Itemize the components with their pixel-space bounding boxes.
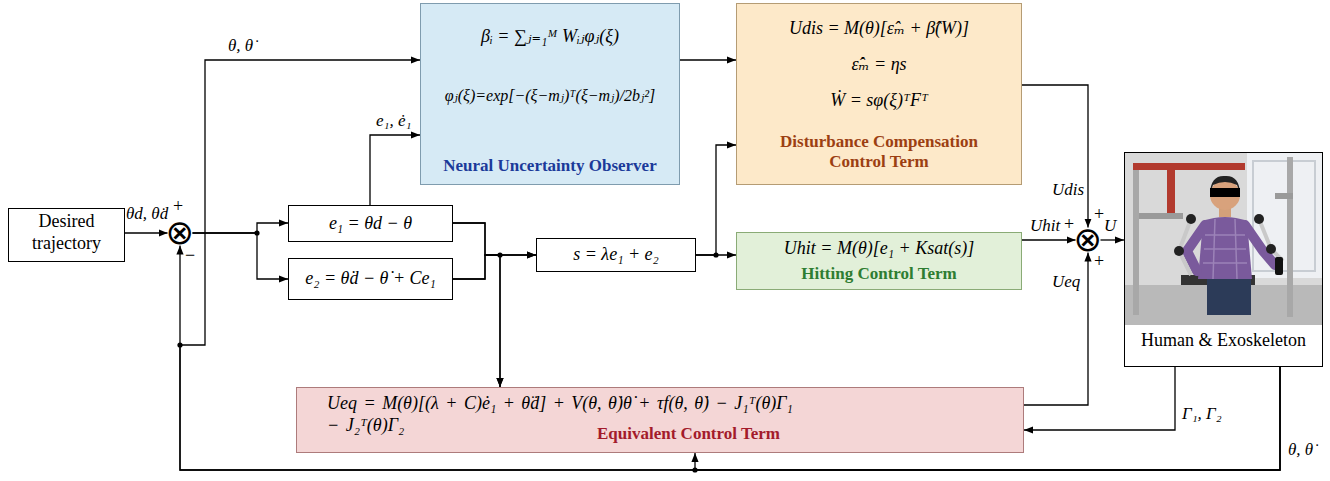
frame-beam [1139, 213, 1183, 219]
exoskeleton-handle [1275, 257, 1283, 275]
formula-text: Uhit = M(θ)[e₁ + Ksat(s)] [784, 238, 974, 260]
person-arm [1187, 225, 1205, 271]
photo-window [1247, 153, 1322, 278]
input-box: Desired trajectory [8, 208, 125, 262]
exoskeleton-joint [1174, 246, 1184, 256]
formula-text: s = λe₁ + e₂ [573, 244, 659, 266]
sign-label: + [1094, 204, 1104, 226]
photo-wall [1125, 153, 1322, 325]
signal-label: θd, θ̇d [126, 204, 168, 224]
block-title: Hitting Control Term [801, 264, 957, 284]
signal-label: Uhit [1030, 216, 1060, 236]
signal-arrow [180, 246, 1280, 471]
signal-arrow [453, 255, 536, 279]
formula-text: βᵢ = ∑ⱼ₌₁ᴹ Wᵢⱼφⱼ(ξ) [481, 26, 619, 48]
formula-text: ε̂̇ₘ = ηs [851, 54, 906, 76]
shirt-pattern [1203, 219, 1247, 279]
exoskeleton-photo [1125, 153, 1322, 325]
person-head [1210, 180, 1240, 210]
process-box: e₁ = θd − θ [288, 205, 453, 242]
observer-block: βᵢ = ∑ⱼ₌₁ᴹ Wᵢⱼφⱼ(ξ) φⱼ(ξ)=exp[−(ξ−mⱼ)ᵀ(ξ−… [420, 3, 680, 185]
signal-arrow [125, 232, 168, 233]
signal-arrow [696, 254, 736, 255]
block-title: Neural Uncertainty Observer [443, 156, 656, 176]
sign-label: + [173, 196, 183, 218]
signal-label: Γ₁, Γ₂ [1182, 404, 1222, 424]
control-term-block: Udis = M(θ)[ε̂ₘ + β̂(W)] ε̂̇ₘ = ηs Ẇ = sφ(… [736, 3, 1022, 185]
sign-label: + [1094, 251, 1104, 273]
process-box: e₂ = θ̇d − θ̇ + Ce₁ [288, 258, 453, 300]
frame-post [1133, 163, 1139, 315]
signal-arrow [180, 60, 1280, 470]
signal-arrow [680, 59, 736, 60]
node-text: Desired trajectory [14, 211, 119, 254]
signal-arrow [453, 255, 500, 387]
frame-beam [1167, 170, 1175, 218]
signal-arrow [1022, 239, 1076, 240]
node-text: Human & Exoskeleton [1141, 330, 1306, 352]
formula-text: Ẇ = sφ(ξ)ᵀFᵀ [830, 90, 928, 112]
formula-text: φⱼ(ξ)=exp[−(ξ−mⱼ)ᵀ(ξ−mⱼ)/2bⱼ²] [445, 86, 656, 105]
block-title: Equivalent Control Term [597, 424, 780, 444]
signal-label: U [1104, 216, 1116, 236]
formula-text: Udis = M(θ)[ε̂ₘ + β̂(W)] [789, 18, 969, 40]
signal-arrow [453, 223, 536, 255]
formula-text: e₂ = θ̇d − θ̇ + Ce₁ [305, 268, 436, 290]
signal-arrow [1101, 239, 1125, 240]
signal-arrow [1024, 367, 1175, 430]
frame-beam [1275, 193, 1293, 199]
sign-label: + [1064, 214, 1074, 236]
exoskeleton-joint [1186, 214, 1196, 224]
person-arm [1245, 225, 1275, 265]
frame-post [1287, 157, 1293, 317]
exoskeleton-joint [1266, 244, 1276, 254]
control-term-block: Ueq = M(θ)[(λ + C)ė₁ + θ̈d] + V(θ, θ̇)θ… [296, 387, 1024, 453]
signal-label: θ, θ̇ [228, 36, 253, 56]
plant-photo-box: Human & Exoskeleton [1124, 152, 1323, 367]
signal-arrow [193, 223, 289, 233]
control-term-block: Uhit = M(θ)[e₁ + Ksat(s)] Hitting Control… [736, 232, 1022, 290]
signal-arrow [193, 233, 289, 279]
person-legs [1207, 277, 1251, 315]
signal-label: Udis [1052, 180, 1084, 200]
signal-arrow [696, 145, 736, 255]
signal-arrow [370, 135, 420, 205]
face-censor-bar [1210, 188, 1240, 197]
process-box: s = λe₁ + e₂ [536, 238, 696, 272]
exoskeleton-link [1259, 219, 1283, 261]
signal-arrow [453, 223, 500, 387]
frame-beam [1133, 163, 1245, 170]
signal-arrow [1022, 85, 1088, 228]
block-title: Disturbance Compensation Control Term [754, 132, 1004, 173]
sign-label: − [185, 245, 195, 267]
signal-arrow [1024, 253, 1088, 406]
exoskeleton-joint [1254, 214, 1264, 224]
signal-label: θ, θ̇ [1288, 440, 1313, 460]
signal-label: Ueq [1052, 272, 1080, 292]
signal-label: e₁, ė₁ [376, 111, 411, 131]
formula-text: e₁ = θd − θ [329, 213, 412, 235]
